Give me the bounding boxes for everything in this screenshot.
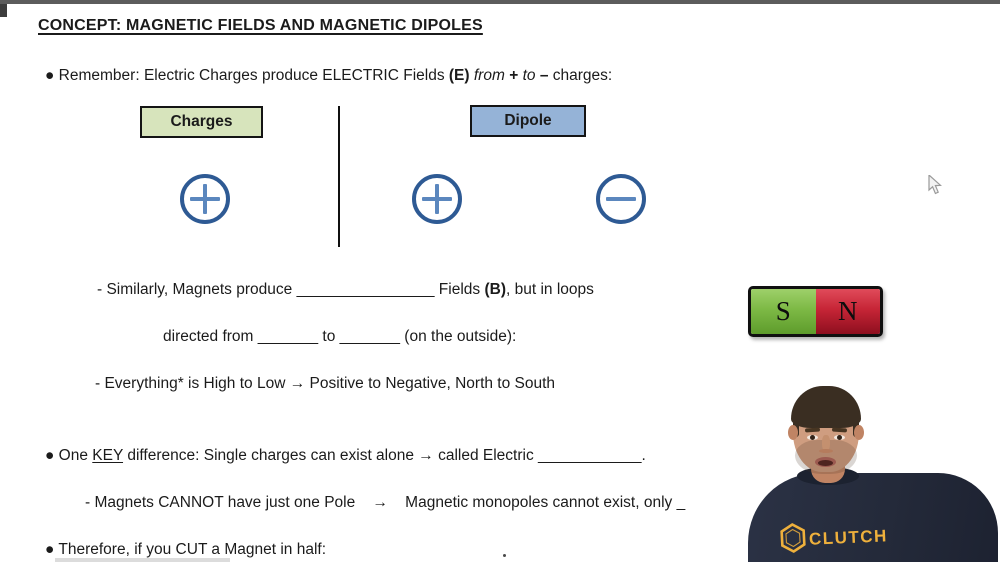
- fill-in-blank: _______: [257, 328, 319, 345]
- north-pole-label: N: [838, 296, 858, 326]
- plus-icon: [435, 184, 439, 214]
- text-segment: –: [539, 67, 549, 84]
- south-pole: S: [751, 289, 816, 334]
- dipole-label-box: Dipole: [470, 105, 586, 137]
- therefore-line: ● Therefore, if you CUT a Magnet in half…: [45, 541, 327, 558]
- plus-icon: [203, 184, 207, 214]
- north-pole: N: [815, 289, 880, 334]
- fill-in-blank: ____________: [538, 447, 642, 464]
- window-top-border: [0, 0, 1000, 4]
- frame-edge-mark: [0, 4, 7, 17]
- nostrils: [819, 449, 833, 453]
- charges-label-box: Charges: [140, 106, 263, 138]
- mouse-cursor-icon: [928, 175, 942, 195]
- remember-line: ● Remember: Electric Charges produce ELE…: [45, 66, 612, 85]
- ear: [854, 425, 864, 440]
- fill-in-blank: _______: [339, 328, 400, 345]
- minus-icon: [606, 197, 636, 201]
- text-segment: ● One: [45, 447, 93, 464]
- text-segment: directed from: [163, 328, 258, 345]
- similarly-line: - Similarly, Magnets produce ___________…: [97, 280, 594, 299]
- key-difference-line: ● One KEY difference: Single charges can…: [45, 446, 646, 465]
- text-segment: ● Remember: Electric Charges produce ELE…: [45, 67, 449, 84]
- monopole-line: - Magnets CANNOT have just one Pole → Ma…: [85, 493, 685, 512]
- presenter-torso: [748, 473, 998, 562]
- nose: [822, 435, 830, 451]
- text-segment: (E): [448, 67, 470, 84]
- mouth: [815, 457, 836, 467]
- negative-charge-icon: [596, 174, 646, 224]
- pupil: [810, 435, 815, 440]
- bar-magnet: S N: [748, 286, 883, 337]
- directed-line: directed from _______ to _______ (on the…: [163, 327, 516, 346]
- page-title: CONCEPT: MAGNETIC FIELDS AND MAGNETIC DI…: [38, 17, 483, 34]
- vertical-divider: [338, 106, 340, 247]
- cutoff-box-edge: [55, 558, 230, 562]
- dipole-label: Dipole: [504, 112, 552, 129]
- positive-charge-icon: [412, 174, 462, 224]
- hexagon-logo-icon: [780, 523, 806, 553]
- text-segment: KEY: [92, 447, 124, 464]
- eye: [834, 435, 845, 440]
- text-segment: charges:: [548, 67, 613, 84]
- mouth-inner: [818, 460, 833, 466]
- text-segment: difference: Single charges can exist alo…: [123, 447, 539, 464]
- presenter-hair: [791, 386, 861, 428]
- presenter-overlay: CLUTCH: [735, 383, 1000, 562]
- text-segment: Fields: [434, 281, 485, 298]
- text-segment: from: [473, 67, 505, 84]
- text-segment: +: [509, 67, 519, 84]
- text-segment: .: [641, 447, 646, 464]
- everything-line: - Everything* is High to Low → Positive …: [95, 375, 556, 392]
- pupil: [837, 435, 842, 440]
- fill-in-blank: ________________: [296, 281, 435, 298]
- stray-mark: [503, 554, 506, 557]
- text-segment: - Magnets CANNOT have just one Pole → Ma…: [85, 494, 677, 511]
- ear: [788, 425, 798, 440]
- shirt-brand-text: CLUTCH: [808, 526, 889, 549]
- text-segment: - Similarly, Magnets produce: [97, 281, 297, 298]
- south-pole-label: S: [775, 296, 791, 326]
- text-segment: to: [318, 328, 340, 345]
- text-segment: , but in loops: [506, 281, 594, 298]
- text-segment: (B): [484, 281, 506, 298]
- eye: [807, 435, 818, 440]
- fill-in-blank: _: [676, 494, 686, 511]
- text-segment: (on the outside):: [400, 328, 517, 345]
- text-segment: to: [522, 67, 536, 84]
- positive-charge-icon: [180, 174, 230, 224]
- charges-label: Charges: [170, 113, 233, 130]
